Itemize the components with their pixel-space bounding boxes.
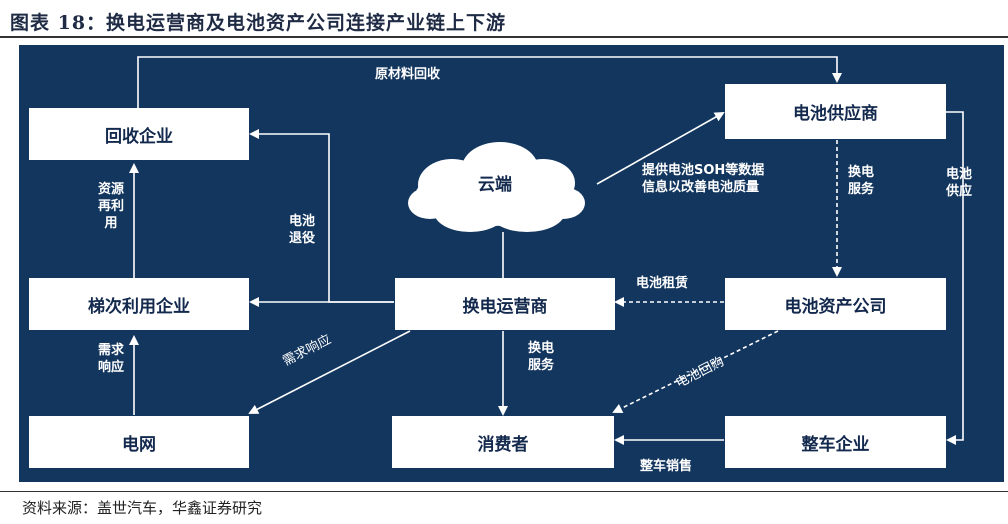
top-divider <box>0 36 1008 38</box>
bottom-divider <box>0 491 1008 492</box>
edge-cloud-supplier <box>596 112 725 185</box>
source-note: 资料来源：盖世汽车，华鑫证券研究 <box>22 499 263 517</box>
node-cascade: 梯次利用企业 <box>29 278 249 330</box>
label-resource-reuse: 资源再利用 <box>97 182 124 231</box>
label-demand-response-left: 需求响应 <box>97 343 124 375</box>
label-swap-service-operator: 换电服务 <box>527 341 554 373</box>
label-vehicle-sales: 整车销售 <box>640 459 693 474</box>
edge-battery-retire <box>249 129 394 303</box>
edge-raw-material <box>137 56 842 108</box>
edge-battery-supply <box>946 111 964 445</box>
node-grid: 电网 <box>29 416 249 468</box>
node-recycling: 回收企业 <box>29 108 249 160</box>
label-battery-retire: 电池退役 <box>288 214 315 246</box>
edge-demand-response-diag <box>248 330 411 414</box>
figure-header: 图表 18：换电运营商及电池资产公司连接产业链上下游 <box>0 0 1008 40</box>
label-swap-service-supplier: 换电服务 <box>847 165 874 197</box>
node-vehicle: 整车企业 <box>725 416 946 468</box>
label-battery-supply: 电池供应 <box>945 167 972 199</box>
node-consumer: 消费者 <box>392 416 614 468</box>
node-asset: 电池资产公司 <box>725 278 946 330</box>
cloud-label: 云端 <box>478 175 512 195</box>
node-operator: 换电运营商 <box>395 278 615 330</box>
node-supplier: 电池供应商 <box>725 84 946 139</box>
edge-battery-buyback <box>612 330 779 413</box>
label-data-provide: 提供电池SOH等数据信息以改善电池质量 <box>642 163 765 195</box>
label-raw-material: 原材料回收 <box>375 67 441 82</box>
label-battery-lease: 电池租赁 <box>636 276 689 291</box>
cloud-shape <box>408 142 585 232</box>
figure-title: 图表 18：换电运营商及电池资产公司连接产业链上下游 <box>10 12 507 34</box>
